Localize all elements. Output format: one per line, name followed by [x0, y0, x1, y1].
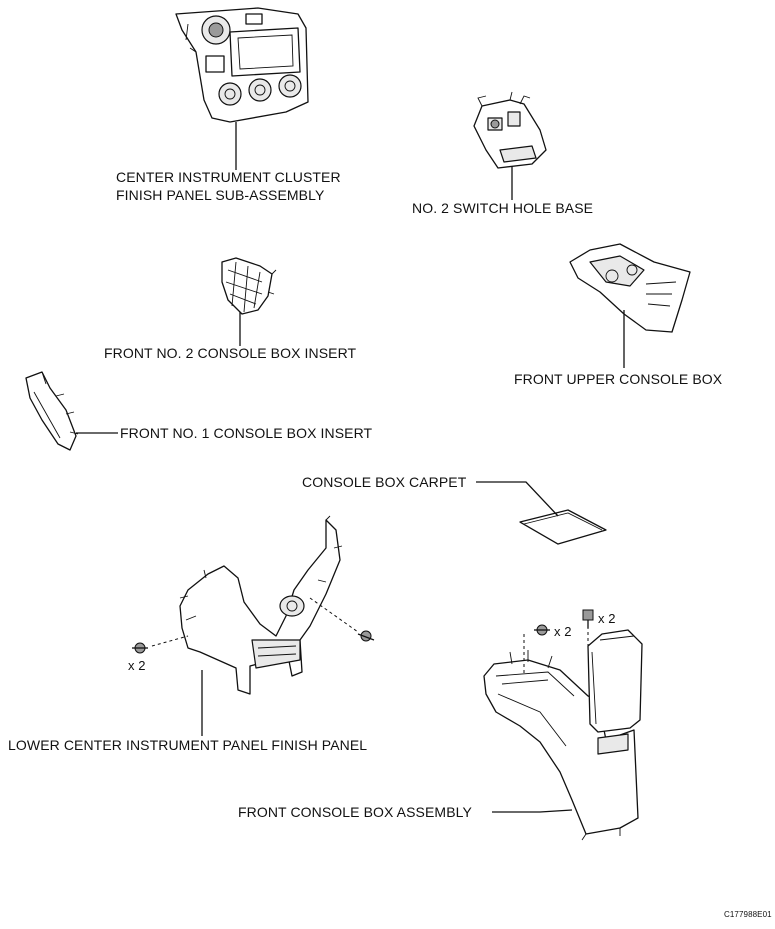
label-center-cluster-line1: CENTER INSTRUMENT CLUSTER — [116, 169, 341, 185]
front-console-assembly-drawing — [483, 609, 643, 841]
label-front-no1-insert: FRONT NO. 1 CONSOLE BOX INSERT — [120, 425, 373, 441]
label-qty-console-clip: x 2 — [554, 624, 572, 639]
label-front-console-assembly: FRONT CONSOLE BOX ASSEMBLY — [238, 804, 472, 820]
center-cluster-panel-drawing — [175, 7, 309, 170]
switch-hole-base-drawing — [473, 91, 547, 200]
label-qty-lower-screws: x 2 — [128, 658, 146, 673]
label-qty-console-bolt: x 2 — [598, 611, 616, 626]
label-switch-hole-base: NO. 2 SWITCH HOLE BASE — [412, 200, 594, 216]
label-front-no2-insert: FRONT NO. 2 CONSOLE BOX INSERT — [104, 345, 357, 361]
figure-code: C177988E01 — [724, 910, 772, 919]
front-upper-console-drawing — [569, 243, 691, 368]
label-center-cluster-line2: FINISH PANEL SUB-ASSEMBLY — [116, 187, 325, 203]
label-lower-center-panel: LOWER CENTER INSTRUMENT PANEL FINISH PAN… — [8, 737, 368, 753]
label-front-upper-console: FRONT UPPER CONSOLE BOX — [514, 371, 723, 387]
front-no1-insert-drawing — [25, 371, 118, 451]
front-no2-insert-drawing — [221, 257, 277, 346]
label-console-box-carpet: CONSOLE BOX CARPET — [302, 474, 467, 490]
lower-center-panel-drawing — [132, 515, 375, 736]
console-carpet-drawing — [476, 481, 607, 545]
